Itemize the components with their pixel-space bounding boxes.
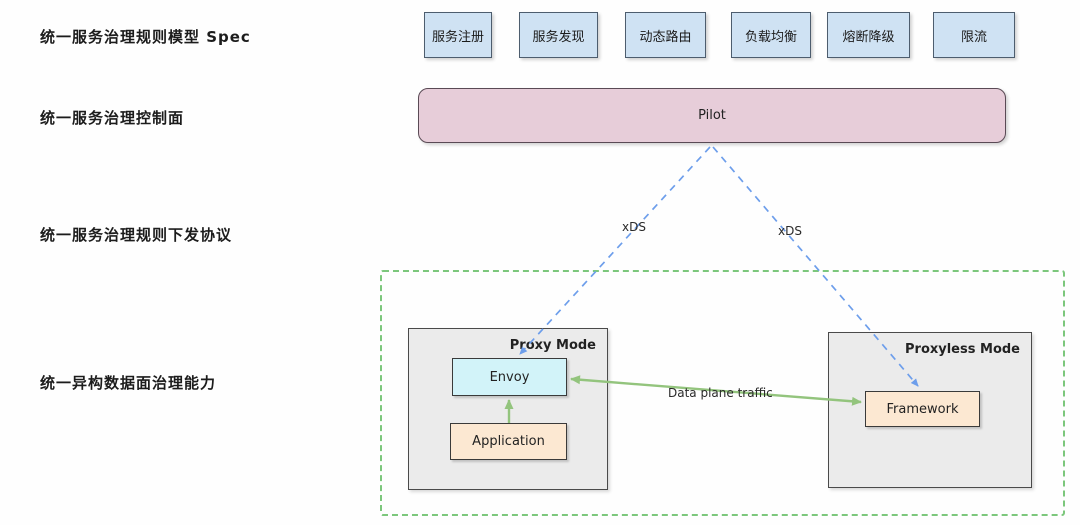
capability-rate-limiting: 限流 (933, 12, 1015, 58)
label-data-plane-row: 统一异构数据面治理能力 (40, 374, 217, 392)
label-protocol-row: 统一服务治理规则下发协议 (40, 226, 233, 244)
capability-load-balancing: 负载均衡 (731, 12, 811, 58)
pilot-box: Pilot (418, 88, 1006, 143)
application-box: Application (450, 423, 567, 460)
xds-right-label: xDS (778, 224, 802, 238)
label-control-plane-row: 统一服务治理控制面 (40, 109, 185, 127)
capability-dynamic-routing: 动态路由 (625, 12, 706, 58)
xds-left-label: xDS (622, 220, 646, 234)
capability-service-discovery: 服务发现 (519, 12, 598, 58)
proxy-mode-title: Proxy Mode (509, 338, 596, 353)
pilot-label: Pilot (698, 108, 726, 123)
proxy-mode-box: Proxy Mode (408, 328, 608, 490)
data-plane-traffic-label: Data plane traffic (668, 386, 773, 400)
label-spec-row: 统一服务治理规则模型 Spec (40, 28, 251, 46)
envoy-box: Envoy (452, 358, 567, 396)
proxyless-mode-title: Proxyless Mode (905, 342, 1020, 357)
capability-circuit-breaking: 熔断降级 (827, 12, 910, 58)
capability-service-registration: 服务注册 (424, 12, 492, 58)
framework-box: Framework (865, 391, 980, 427)
